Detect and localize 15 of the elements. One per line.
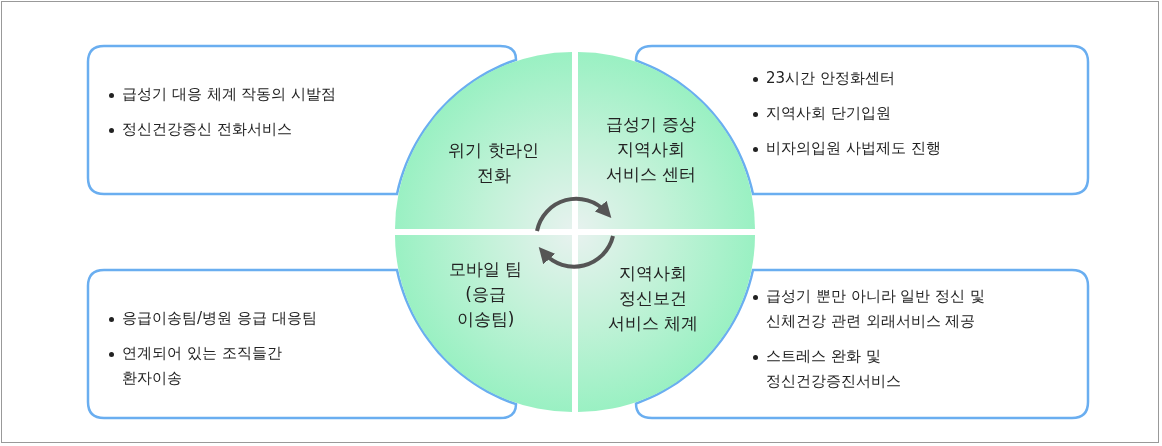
curved-arrow: [538, 235, 615, 269]
bullet-text: 23시간 안정화센터: [766, 68, 895, 89]
quarter-label: 모바일 팀 (응급 이송팀): [447, 258, 524, 331]
quarter-label: 급성기 증상 지역사회 서비스 센터: [604, 113, 698, 186]
curved-arrow: [535, 196, 612, 232]
bullet-text: 급성기 뿐만 아니라 일반 정신 및 신체건강 관련 외래서비스 제공: [766, 286, 986, 332]
bullet-text: 급성기 대응 체계 작동의 시발점: [122, 84, 337, 105]
bullet-text: 스트레스 완화 및 정신건강증진서비스: [766, 346, 902, 392]
bullet-text: 응급이송팀/병원 응급 대응팀: [122, 308, 317, 329]
bullet-text: 정신건강증신 전화서비스: [122, 119, 292, 140]
quarter-label: 위기 핫라인 전화: [447, 139, 540, 187]
bullet-text: 비자의입원 사법제도 진행: [766, 138, 941, 159]
quarter-label: 지역사회 정신보건 서비스 체계: [606, 262, 700, 335]
bullet-text: 연계되어 있는 조직들간 환자이송: [122, 343, 283, 389]
bullet-text: 지역사회 단기입원: [766, 103, 891, 124]
